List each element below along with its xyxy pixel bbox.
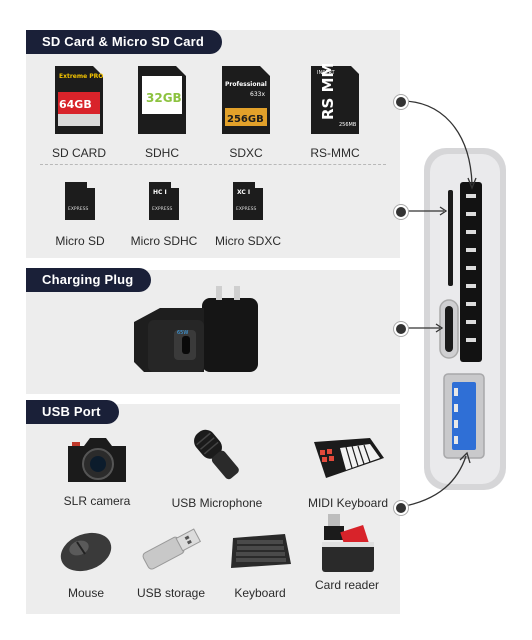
usb-storage-icon [142, 528, 202, 570]
sd-card-label: SD CARD [51, 146, 106, 160]
sdhc-label: SDHC [144, 146, 179, 160]
rs-mmc-item: INSERT RS MMC 256MB RS-MMC [300, 64, 370, 160]
keyboard-icon [231, 534, 291, 568]
micro-sdhc-label: Micro SDHC [130, 234, 198, 248]
micro-sd-brand: EXPRESS [68, 206, 88, 212]
sdhc-item: 32GB SDHC [132, 64, 192, 160]
rs-mmc-card-image: INSERT RS MMC 256MB [311, 64, 359, 134]
micro-sdxc-brand: EXPRESS [236, 206, 256, 212]
sd-connector-dot [394, 95, 408, 109]
sdxc-item: Professional 633x 256GB SDXC [216, 64, 276, 160]
keyboard-label: Keyboard [234, 586, 286, 600]
sdhc-card-image: 32GB [138, 66, 186, 134]
micro-sd-item: EXPRESS Micro SD [48, 180, 112, 248]
svg-text:HC I: HC I [153, 189, 167, 196]
card-reader-label: Card reader [314, 578, 380, 592]
sd-divider [40, 164, 386, 165]
mouse-item: Mouse [46, 528, 126, 600]
sdxc-capacity: 256GB [227, 114, 264, 125]
sd-card-capacity: 64GB [59, 98, 92, 111]
midi-keyboard-icon [314, 438, 384, 478]
usb-microphone-icon [194, 429, 239, 480]
usb-storage-item: USB storage [130, 522, 212, 600]
rs-mmc-label: RS-MMC [310, 146, 360, 160]
micro-sdxc-image: XC I EXPRESS [233, 182, 263, 220]
rs-mmc-capacity: 256MB [339, 122, 357, 128]
usb-microphone-item: USB Microphone [162, 424, 272, 510]
card-reader-item: Card reader [302, 512, 392, 592]
sdxc-label: SDXC [229, 146, 263, 160]
usb-microphone-label: USB Microphone [171, 496, 263, 510]
micro-sd-label: Micro SD [55, 234, 105, 248]
midi-keyboard-label: MIDI Keyboard [307, 496, 389, 510]
micro-sd-connector-dot [394, 205, 408, 219]
slr-camera-item: SLR camera [52, 430, 142, 508]
micro-sdhc-image: HC I EXPRESS [149, 182, 179, 220]
slr-camera-label: SLR camera [63, 494, 131, 508]
micro-sdxc-label: Micro SDXC [214, 234, 281, 248]
micro-sd-image: EXPRESS [65, 182, 95, 220]
micro-sdhc-item: HC I EXPRESS Micro SDHC [128, 180, 200, 248]
rs-mmc-mark: RS MMC [319, 64, 337, 120]
micro-sdhc-brand: EXPRESS [152, 206, 172, 212]
svg-text:65W: 65W [177, 330, 188, 336]
sd-card-brand: Extreme PRO [59, 73, 103, 80]
charging-plug-image: 65W [130, 282, 270, 382]
sd-card-image: Extreme PRO 64GB [55, 66, 103, 134]
charging-section-title: Charging Plug [26, 268, 152, 292]
sdxc-brand: Professional [225, 81, 267, 88]
card-reader-icon [322, 514, 374, 572]
svg-text:XC I: XC I [237, 189, 250, 196]
sd-card-item: Extreme PRO 64GB SD CARD [46, 64, 112, 160]
sdxc-card-image: Professional 633x 256GB [222, 66, 270, 134]
mouse-icon [60, 532, 112, 572]
micro-sdxc-item: XC I EXPRESS Micro SDXC [212, 180, 284, 248]
keyboard-item: Keyboard [220, 528, 300, 600]
sd-section-title: SD Card & Micro SD Card [26, 30, 223, 54]
slr-camera-icon [68, 438, 126, 482]
sdhc-capacity: 32GB [146, 91, 182, 105]
charging-connector-dot [394, 322, 408, 336]
midi-keyboard-item: MIDI Keyboard [298, 434, 398, 510]
sdxc-speed: 633x [250, 91, 265, 98]
usb-connector-dot [394, 501, 408, 515]
usb-section-title: USB Port [26, 400, 119, 424]
mouse-label: Mouse [67, 586, 105, 600]
rs-mmc-top-text: INSERT [317, 70, 336, 76]
usb-storage-label: USB storage [136, 586, 206, 600]
